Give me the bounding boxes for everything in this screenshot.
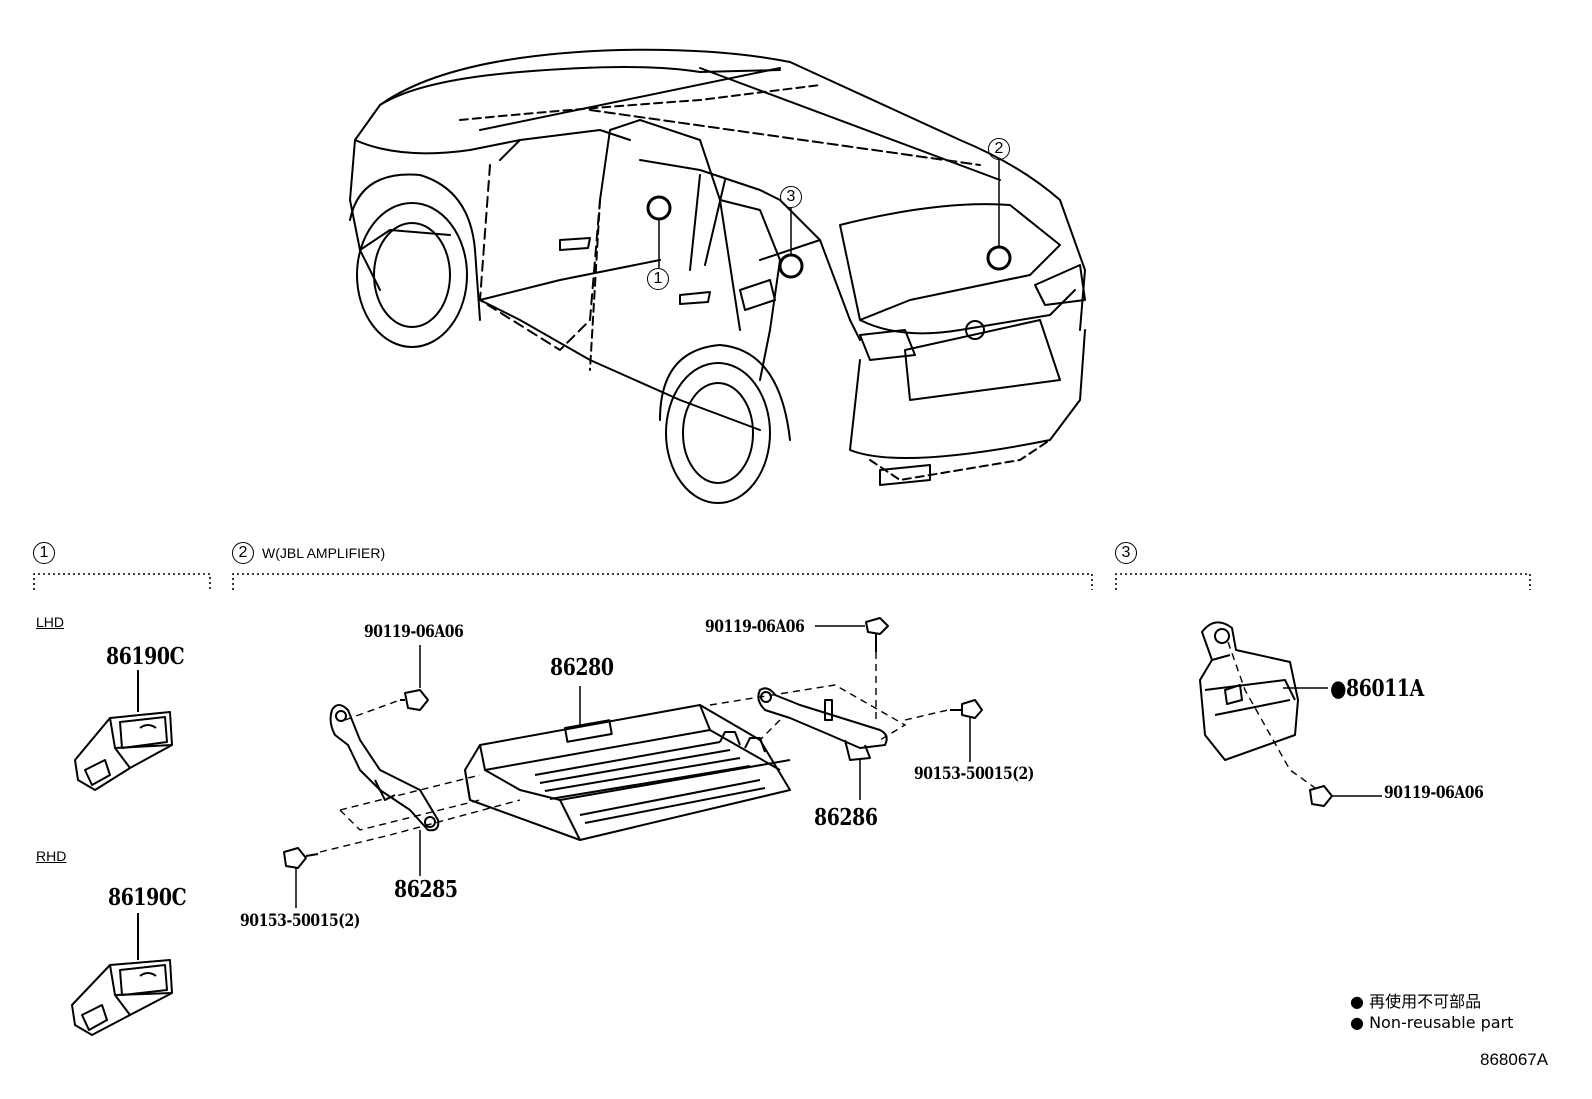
location-marker-3 — [778, 253, 804, 279]
lhd-label: LHD — [36, 614, 65, 630]
callout-3: 3 — [780, 186, 802, 208]
part-90119-06a06-module: 90119-06A06 — [1384, 783, 1484, 803]
non-reusable-dot-icon: ● — [1330, 675, 1347, 702]
section-2-marker: 2 — [232, 542, 254, 564]
figure-reference: 868067A — [1480, 1050, 1549, 1069]
section-2-title: W(JBL AMPLIFIER) — [262, 545, 386, 561]
part-90153-50015-right: 90153-50015(2) — [914, 764, 1034, 784]
part-90153-50015-left: 90153-50015(2) — [240, 911, 360, 931]
part-86190c-lhd: 86190C — [106, 643, 185, 670]
part-90119-06a06-left: 90119-06A06 — [364, 622, 464, 642]
legend-en: ● Non-reusable part — [1350, 1013, 1514, 1032]
section-3-marker: 3 — [1115, 542, 1137, 564]
legend-jp: ● 再使用不可部品 — [1350, 992, 1482, 1011]
part-86280-amplifier: 86280 — [550, 654, 614, 681]
legend-dot-icon: ● — [1350, 1013, 1364, 1032]
callout-1: 1 — [647, 268, 669, 290]
location-marker-2 — [986, 245, 1012, 271]
part-90119-06a06-right: 90119-06A06 — [705, 617, 805, 637]
section-1-marker: 1 — [33, 542, 55, 564]
callout-2: 2 — [988, 138, 1010, 160]
part-86285-bracket-left: 86285 — [394, 876, 458, 903]
section-1-header: 1 — [33, 542, 55, 564]
part-86190c-rhd: 86190C — [108, 884, 187, 911]
section-2-header: 2 W(JBL AMPLIFIER) — [232, 542, 385, 564]
part-86011a-module: ●86011A — [1330, 675, 1424, 702]
part-86286-bracket-right: 86286 — [814, 804, 878, 831]
section-3-header: 3 — [1115, 542, 1137, 564]
rhd-label: RHD — [36, 848, 67, 864]
legend-dot-icon: ● — [1350, 992, 1364, 1011]
location-marker-1 — [646, 195, 672, 221]
